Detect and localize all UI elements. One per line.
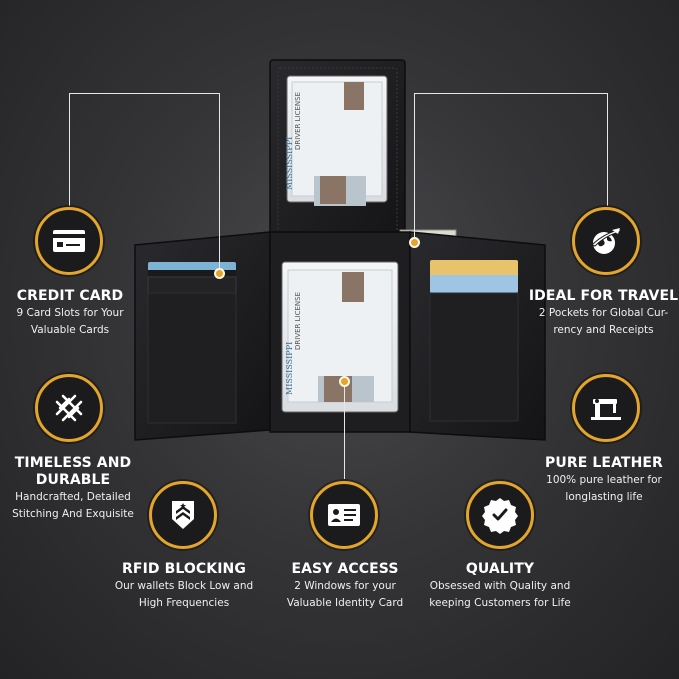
credit-card-icon — [53, 230, 85, 252]
connector-line — [607, 93, 608, 206]
shield-rank-icon — [172, 501, 194, 529]
feature-desc: 100% pure leather for — [546, 474, 662, 486]
feature-desc: Handcrafted, Detailed — [15, 491, 131, 503]
feature-title: RFID BLOCKING — [122, 561, 246, 577]
feature-title: CREDIT CARD — [16, 288, 124, 304]
feature-desc: rency and Receipts — [553, 324, 654, 336]
feature-desc: 2 Pockets for Global Cur- — [538, 307, 669, 319]
state-label-center: MISSISSIPPI — [285, 342, 294, 395]
quality-badge — [466, 481, 534, 549]
feature-desc: Valuable Identity Card — [286, 597, 404, 609]
feature-credit-card: CREDIT CARD 9 Card Slots for Your Valuab… — [0, 288, 140, 339]
feature-desc: Valuable Cards — [30, 324, 110, 336]
feature-desc: longlasting life — [565, 491, 643, 503]
feature-title: IDEAL FOR TRAVEL — [528, 288, 679, 304]
feature-timeless: TIMELESS AND DURABLE Handcrafted, Detail… — [0, 455, 146, 523]
travel-badge — [572, 207, 640, 275]
license-label-center: DRIVER LICENSE — [294, 292, 302, 350]
feature-desc: 9 Card Slots for Your — [16, 307, 124, 319]
connector-line — [414, 93, 608, 94]
connector-dot — [214, 268, 225, 279]
sewing-machine-icon — [591, 399, 621, 420]
globe-plane-icon — [591, 228, 624, 254]
connector-dot — [339, 376, 350, 387]
feature-title: QUALITY — [465, 561, 535, 577]
feature-desc: High Frequencies — [138, 597, 230, 609]
timeless-badge — [35, 374, 103, 442]
feature-title: PURE LEATHER — [545, 455, 663, 471]
stitching-icon — [55, 394, 83, 422]
feature-desc: Our wallets Block Low and — [114, 580, 254, 592]
feature-desc: 2 Windows for your — [294, 580, 396, 592]
license-label-top: DRIVER LICENSE — [294, 92, 302, 150]
rfid-badge — [149, 481, 217, 549]
leather-badge — [572, 374, 640, 442]
credit-card-badge — [35, 207, 103, 275]
connector-dot — [409, 237, 420, 248]
feature-title: EASY ACCESS — [291, 561, 399, 577]
state-label-top: MISSISSIPPI — [285, 137, 294, 190]
connector-line — [219, 93, 220, 271]
feature-rfid: RFID BLOCKING Our wallets Block Low and … — [108, 561, 260, 612]
quality-check-icon — [482, 498, 518, 534]
feature-title: TIMELESS AND — [14, 455, 132, 471]
connector-line — [69, 93, 219, 94]
feature-desc: Obsessed with Quality and — [429, 580, 571, 592]
feature-desc: keeping Customers for Life — [429, 597, 571, 609]
access-badge — [310, 481, 378, 549]
feature-leather: PURE LEATHER 100% pure leather for longl… — [534, 455, 674, 506]
connector-line — [414, 93, 415, 240]
feature-title: DURABLE — [35, 472, 111, 488]
connector-line — [344, 382, 345, 479]
connector-line — [69, 93, 70, 206]
feature-access: EASY ACCESS 2 Windows for your Valuable … — [272, 561, 418, 612]
feature-quality: QUALITY Obsessed with Quality and keepin… — [424, 561, 576, 612]
feature-desc: Stitching And Exquisite — [12, 508, 134, 520]
feature-travel: IDEAL FOR TRAVEL 2 Pockets for Global Cu… — [528, 288, 679, 339]
id-card-icon — [328, 504, 360, 526]
